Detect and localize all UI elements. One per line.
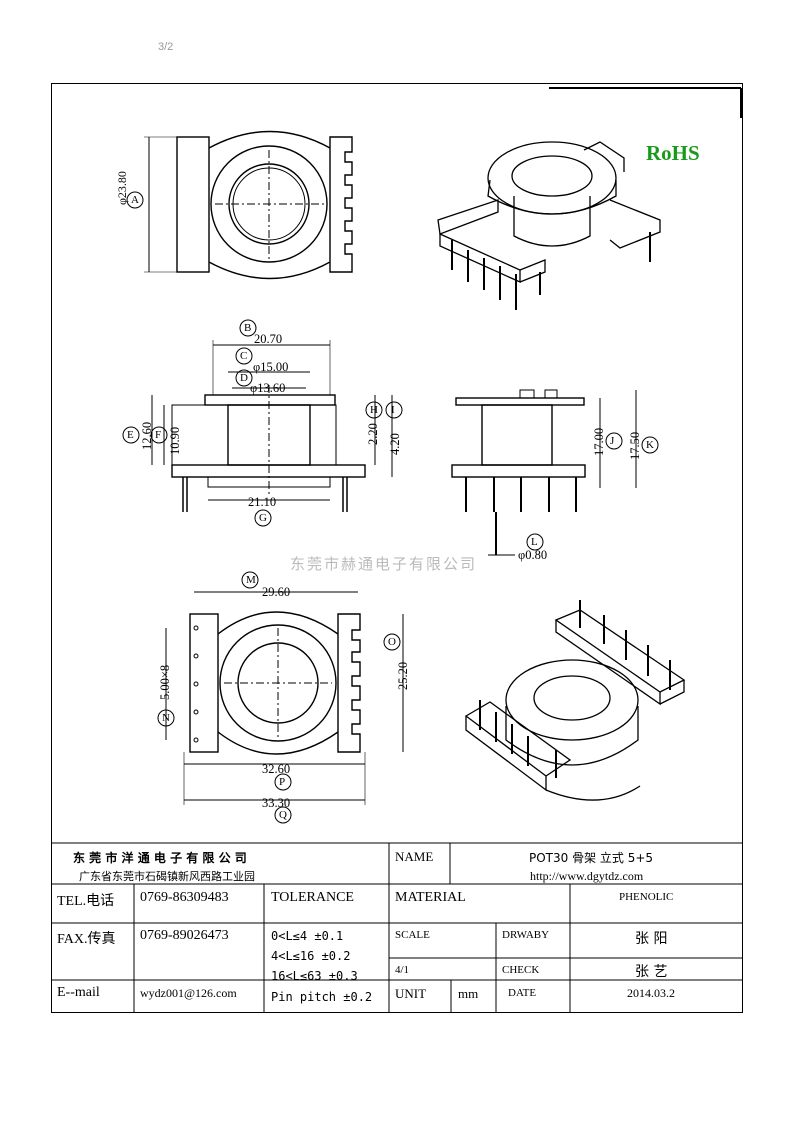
- scale-value: 4/1: [395, 964, 410, 976]
- isometric-view-bottom: [464, 600, 686, 801]
- dim-label-q: Q: [279, 809, 287, 821]
- dim-label-f: F: [155, 429, 162, 441]
- date-label: DATE: [508, 987, 537, 999]
- page-mark: 3/2: [158, 41, 174, 53]
- fax-label: FAX.传真: [57, 932, 116, 947]
- unit-value: mm: [458, 986, 479, 1001]
- company-address: 广东省东莞市石碣镇新风西路工业园: [79, 870, 255, 883]
- tel-label: TEL.电话: [57, 894, 115, 909]
- dim-value-o: 25.20: [396, 661, 410, 690]
- dim-value-e: 12.60: [140, 421, 154, 450]
- dim-value-p: 32.60: [262, 762, 291, 776]
- bottom-view: [157, 571, 404, 824]
- email-label: E--mail: [57, 985, 100, 1000]
- tolerance-range-1: 0<L≤4 ±0.1: [271, 929, 344, 943]
- name-label: NAME: [395, 849, 434, 864]
- fax-value: 0769-89026473: [140, 928, 229, 943]
- title-block: 东 莞 市 洋 通 电 子 有 限 公 司 广东省东莞市石碣镇新风西路工业园 N…: [51, 843, 743, 1013]
- dim-label-l: L: [531, 536, 538, 548]
- dim-value-c: φ15.00: [253, 360, 289, 374]
- dim-value-i: 4.20: [388, 433, 402, 455]
- side-view: [451, 389, 659, 556]
- dim-value-g: 21.10: [248, 495, 277, 509]
- dim-value-q: 33.30: [262, 796, 291, 810]
- dim-label-h: H: [370, 404, 378, 416]
- dim-label-m: M: [246, 574, 256, 586]
- drawby-label: DRWABY: [502, 929, 550, 941]
- dim-value-h: 2.20: [366, 423, 380, 445]
- tolerance-pin-pitch: Pin pitch ±0.2: [271, 990, 373, 1004]
- check-value: 张 艺: [635, 964, 668, 980]
- dim-label-c: C: [240, 350, 248, 362]
- rohs-mark: RoHS: [646, 141, 700, 165]
- drawby-value: 张 阳: [635, 931, 668, 947]
- unit-label: UNIT: [395, 986, 427, 1001]
- tel-value: 0769-86309483: [140, 890, 229, 905]
- title-block-grid: [51, 842, 743, 1013]
- tolerance-range-3: 16<L≤63 ±0.3: [271, 969, 358, 983]
- dim-label-o: O: [388, 636, 396, 648]
- dim-label-p: P: [279, 776, 286, 788]
- watermark: 东莞市赫通电子有限公司: [290, 555, 478, 573]
- dim-label-d: D: [240, 372, 248, 384]
- top-view: [126, 130, 353, 280]
- dim-value-l: φ0.80: [518, 548, 548, 562]
- check-label: CHECK: [502, 964, 540, 976]
- dim-label-n: N: [162, 712, 170, 724]
- dim-value-j: 17.00: [592, 427, 606, 456]
- dim-label-i: I: [391, 404, 395, 416]
- dim-label-a: A: [131, 194, 139, 206]
- isometric-view-top: [437, 141, 661, 310]
- dim-value-n: 5.00×8: [158, 664, 172, 700]
- dim-value-f: 10.90: [168, 426, 182, 455]
- dim-label-b: B: [244, 322, 252, 334]
- material-label: MATERIAL: [395, 890, 466, 905]
- email-value[interactable]: wydz001@126.com: [140, 986, 237, 1000]
- dim-value-a: φ23.80: [115, 171, 129, 205]
- dim-label-g: G: [259, 512, 267, 524]
- dim-label-j: J: [610, 435, 615, 447]
- dim-label-k: K: [646, 439, 654, 451]
- tolerance-label: TOLERANCE: [271, 890, 354, 905]
- front-view: [122, 319, 403, 527]
- dim-value-b: 20.70: [254, 332, 283, 346]
- name-value: POT30 骨架 立式 5+5: [529, 851, 654, 865]
- dim-label-e: E: [127, 429, 134, 441]
- dim-value-d: φ13.60: [250, 381, 286, 395]
- company-url[interactable]: http://www.dgytdz.com: [530, 869, 644, 883]
- date-value: 2014.03.2: [627, 986, 675, 1000]
- company-name: 东 莞 市 洋 通 电 子 有 限 公 司: [73, 851, 247, 865]
- drawing-frame: [51, 83, 743, 1013]
- scale-label: SCALE: [395, 929, 430, 941]
- dim-value-m: 29.60: [262, 585, 291, 599]
- material-value: PHENOLIC: [619, 891, 674, 903]
- tolerance-range-2: 4<L≤16 ±0.2: [271, 949, 351, 963]
- dim-value-k: 17.50: [628, 431, 642, 460]
